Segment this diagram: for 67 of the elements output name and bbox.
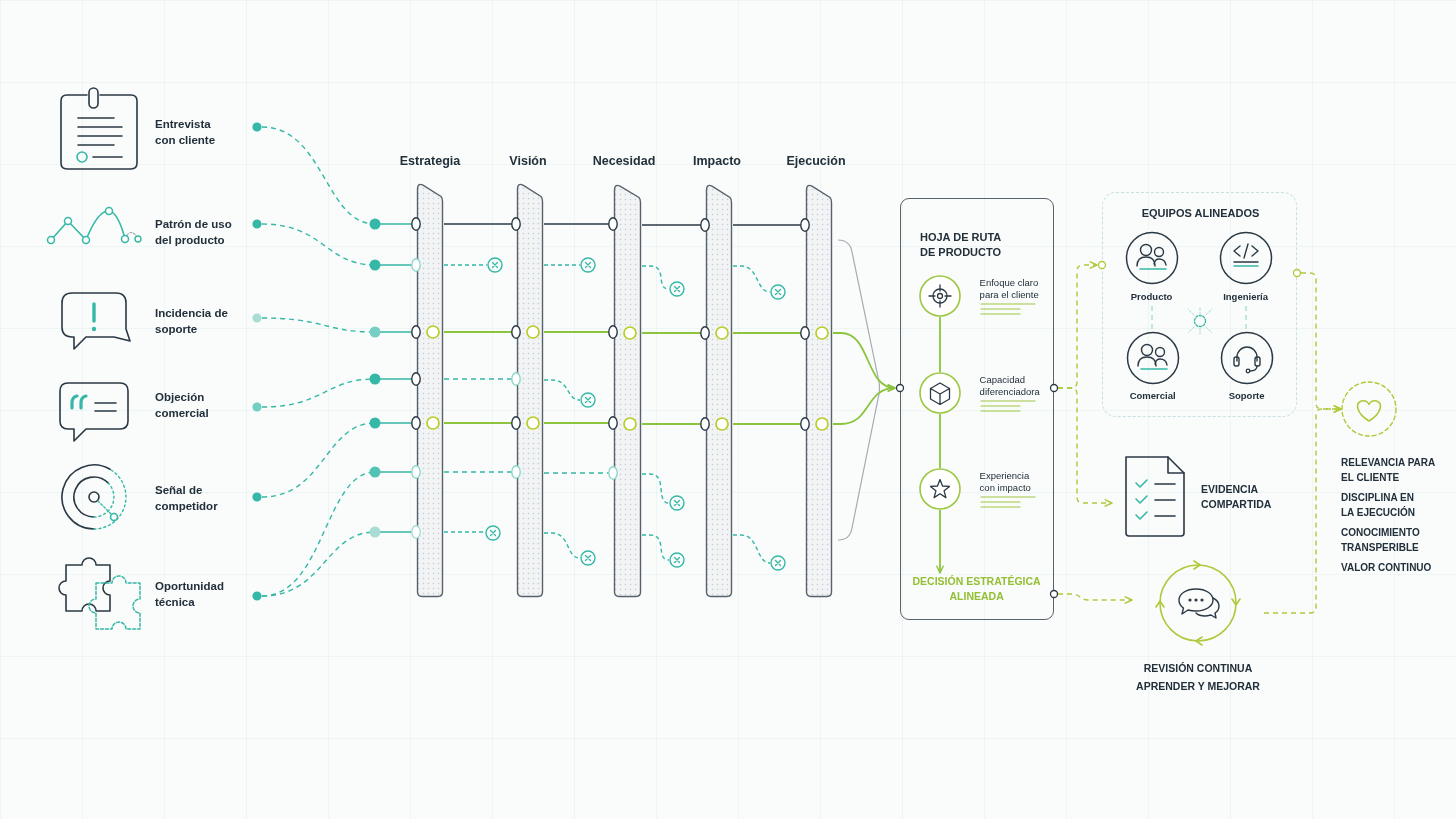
decision-label: DECISIÓN ESTRATÉGICA ALINEADA <box>911 573 1042 604</box>
review-label: REVISIÓN CONTINUA APRENDER Y MEJORAR <box>1135 661 1261 694</box>
connector-line <box>543 217 618 231</box>
team-label: Ingeniería <box>1222 290 1269 303</box>
dashed-connector-line <box>443 372 521 386</box>
connector-line <box>732 417 810 431</box>
dashed-connector-line <box>1245 305 1247 332</box>
filter-title: Impacto <box>692 153 742 169</box>
source-label: Patrón de uso del producto <box>155 217 233 248</box>
step-label: Experiencia con impacto <box>979 469 1032 494</box>
connector-line <box>939 413 941 469</box>
connector-line <box>641 326 710 340</box>
source-label: Incidencia de soporte <box>155 306 229 337</box>
source-label: Señal de competidor <box>155 483 219 514</box>
dashed-connector-line <box>543 379 581 401</box>
dashed-connector-line <box>261 416 421 498</box>
arrow <box>936 509 944 574</box>
dashed-connector-line <box>1151 305 1153 332</box>
dashed-connector-line <box>641 534 670 561</box>
dashed-connector-line <box>261 126 421 231</box>
filter-title: Necesidad <box>592 153 656 169</box>
outcome-label: RELEVANCIA PARA EL CLIENTE <box>1341 456 1436 485</box>
dashed-connector-line <box>443 264 488 266</box>
dashed-arrow <box>1057 387 1113 507</box>
connector-line <box>641 218 710 232</box>
filter-title: Ejecución <box>785 153 847 169</box>
dashed-connector-line <box>261 223 421 272</box>
arrow <box>832 384 896 425</box>
source-label: Entrevista con cliente <box>155 117 217 148</box>
connector-line <box>641 417 710 431</box>
outcome-label: CONOCIMIENTO TRANSPERIBLE <box>1341 526 1421 555</box>
connector-line <box>543 416 618 430</box>
team-label: Comercial <box>1129 389 1177 402</box>
panel-title: HOJA DE RUTA DE PRODUCTO <box>920 230 1003 260</box>
team-label: Soporte <box>1228 389 1266 402</box>
dashed-connector-line <box>732 534 771 564</box>
dashed-connector-line <box>543 466 618 480</box>
dashed-connector-line <box>261 525 421 597</box>
connector-line <box>443 416 521 430</box>
dashed-connector-line <box>261 317 421 339</box>
roadmap-panel <box>900 198 1054 620</box>
connector-line <box>732 326 810 340</box>
source-label: Objeción comercial <box>155 390 210 421</box>
step-label: Capacidad diferenciadora <box>979 373 1041 398</box>
filter-title: Estrategia <box>399 153 461 169</box>
source-label: Oportunidad técnica <box>155 579 225 610</box>
dashed-arrow <box>1263 405 1342 614</box>
connector-line <box>443 217 521 231</box>
connector-line <box>939 316 941 373</box>
filter-title: Visión <box>508 153 548 169</box>
dashed-connector-line <box>261 372 421 408</box>
connector-line <box>732 218 810 232</box>
dashed-connector-line <box>543 264 581 266</box>
connector-line <box>443 325 521 339</box>
dashed-connector-line <box>641 473 670 504</box>
team-label: Producto <box>1130 290 1174 303</box>
dashed-arrow <box>1057 593 1133 604</box>
outcome-label: DISCIPLINA EN LA EJECUCIÓN <box>1341 491 1417 520</box>
dashed-connector-line <box>443 465 521 479</box>
connector-line <box>543 325 618 339</box>
step-label: Enfoque claro para el cliente <box>979 276 1040 301</box>
evidence-label: EVIDENCIA COMPARTIDA <box>1201 482 1273 512</box>
dashed-connector-line <box>543 532 581 559</box>
dashed-connector-line <box>443 531 486 533</box>
group-panel <box>1102 192 1297 417</box>
outcome-label: VALOR CONTINUO <box>1341 561 1433 575</box>
group-title: EQUIPOS ALINEADOS <box>1141 206 1260 221</box>
